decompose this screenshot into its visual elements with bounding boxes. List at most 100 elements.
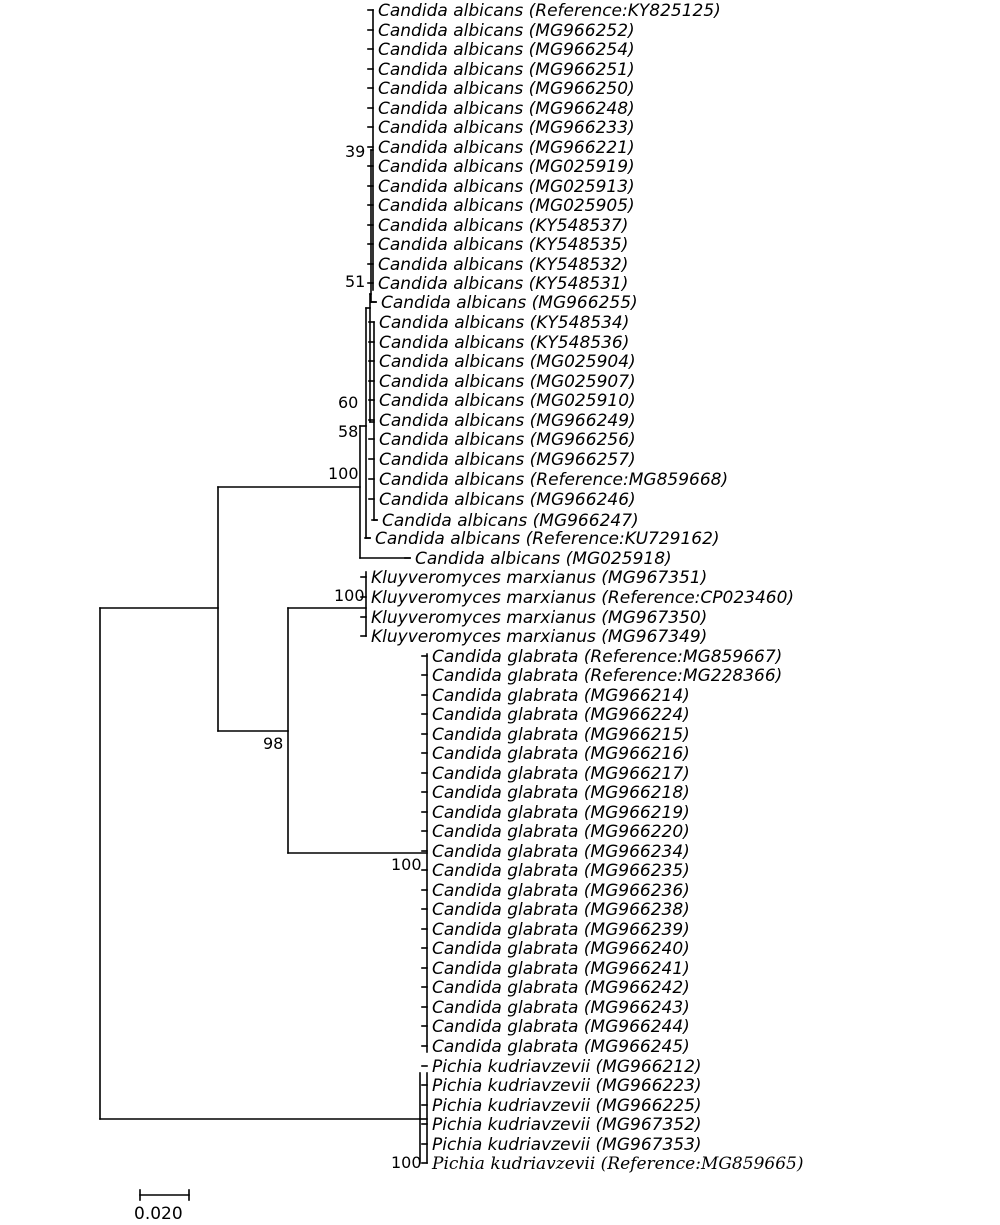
taxon-label: Pichia kudriavzevii (Reference:MG859665) [431,1154,803,1174]
taxon-leaf: Kluyveromyces marxianus (MG967350) [360,608,707,628]
taxon-label: Candida glabrata (MG966238) [432,900,690,920]
taxon-leaf: Candida albicans (MG966247) [371,511,639,531]
taxon-leaf: Candida albicans (KY548531) [367,274,628,294]
taxon-leaf: Pichia kudriavzevii (Reference:MG859665) [421,1154,803,1174]
taxon-label: Candida glabrata (MG966239) [432,920,690,940]
taxon-label: Candida albicans (KY548532) [378,255,628,275]
bootstrap-value-100-glabrata: 100 [391,855,422,874]
taxon-leaf: Pichia kudriavzevii (MG966225) [421,1096,702,1116]
bootstrap-value-98: 98 [263,734,283,753]
taxon-leaf: Candida albicans (MG025918) [404,549,672,569]
taxon-leaf: Candida glabrata (Reference:MG859667) [421,647,782,667]
taxon-label: Pichia kudriavzevii (MG966225) [432,1096,702,1116]
taxon-leaf: Candida albicans (KY548537) [367,216,628,236]
taxon-leaf: Candida albicans (MG966250) [367,79,635,99]
taxon-leaf: Pichia kudriavzevii (MG966223) [421,1076,702,1096]
taxon-label: Pichia kudriavzevii (MG967353) [432,1135,702,1155]
taxon-label: Candida albicans (MG966247) [382,511,639,531]
taxon-label: Candida glabrata (MG966245) [432,1037,690,1057]
taxon-label: Candida albicans (MG025907) [379,372,636,392]
taxon-label: Candida glabrata (MG966244) [432,1017,690,1037]
bootstrap-value-60: 60 [338,393,358,412]
taxon-leaf: Candida albicans (MG025919) [367,157,635,177]
taxon-label: Candida albicans (MG025910) [379,391,636,411]
taxon-label: Candida albicans (MG966255) [381,293,638,313]
bootstrap-value-100-albicans: 100 [328,464,359,483]
taxon-label: Candida glabrata (Reference:MG859667) [432,647,782,667]
taxon-label: Candida albicans (MG966221) [378,138,635,158]
taxon-leaf: Candida glabrata (MG966218) [421,783,690,803]
taxon-leaf: Candida albicans (MG966251) [367,60,635,80]
taxon-leaf: Candida glabrata (MG966242) [421,978,690,998]
taxon-label: Kluyveromyces marxianus (MG967349) [371,627,707,647]
taxon-label: Candida glabrata (MG966217) [432,764,690,784]
taxon-label: Kluyveromyces marxianus (MG967351) [371,568,707,588]
taxon-leaf: Candida albicans (MG025904) [368,352,636,372]
taxon-leaf: Candida albicans (KY548536) [368,333,629,353]
taxon-leaf: Pichia kudriavzevii (MG967352) [421,1115,702,1135]
taxon-label: Kluyveromyces marxianus (Reference:CP023… [371,588,794,608]
taxon-leaf: Candida albicans (MG966256) [368,430,636,450]
taxon-leaf: Candida albicans (KY548534) [368,313,629,333]
taxon-label: Candida albicans (Reference:KY825125) [378,1,721,21]
taxon-leaf: Candida albicans (MG025905) [367,196,635,216]
taxon-leaf: Candida glabrata (MG966244) [421,1017,690,1037]
taxon-label: Candida albicans (KY548531) [378,274,628,294]
taxon-leaf: Candida glabrata (MG966239) [421,920,690,940]
taxon-leaf: Candida albicans (MG025907) [368,372,636,392]
taxon-label: Candida albicans (Reference:MG859668) [379,470,728,490]
taxon-leaf: Candida albicans (MG025913) [367,177,635,197]
taxon-leaf: Candida glabrata (MG966215) [421,725,690,745]
scale-bar: 0.020 [134,1189,190,1224]
scale-bar-label: 0.020 [134,1204,183,1224]
taxon-leaf: Candida albicans (MG966257) [368,450,636,470]
bootstrap-value-100-kluyveromyces: 100 [334,586,365,605]
taxon-label: Candida glabrata (MG966215) [432,725,690,745]
taxon-leaf: Candida glabrata (MG966220) [421,822,690,842]
taxon-label: Candida albicans (MG966250) [378,79,635,99]
taxon-leaf: Candida albicans (MG025910) [368,391,636,411]
taxon-label: Candida glabrata (MG966219) [432,803,690,823]
bootstrap-value-58: 58 [338,422,358,441]
taxon-label: Candida glabrata (MG966243) [432,998,690,1018]
taxon-leaf: Candida albicans (KY548535) [367,235,628,255]
taxon-label: Candida albicans (MG025905) [378,196,635,216]
taxon-label: Candida albicans (KY548536) [379,333,629,353]
taxon-leaf: Candida albicans (MG966221) [367,138,635,158]
taxon-label: Kluyveromyces marxianus (MG967350) [371,608,707,628]
taxon-leaf: Candida glabrata (MG966216) [421,744,690,764]
taxon-label: Candida glabrata (MG966241) [432,959,690,979]
taxon-leaf: Candida glabrata (MG966240) [421,939,690,959]
taxon-leaf: Candida albicans (MG966233) [367,118,635,138]
taxon-label: Candida albicans (MG025919) [378,157,635,177]
taxon-leaf: Candida glabrata (MG966235) [421,861,690,881]
taxon-leaf: Candida glabrata (MG966214) [421,686,690,706]
taxon-leaf: Candida glabrata (MG966241) [421,959,690,979]
taxon-label: Pichia kudriavzevii (MG967352) [432,1115,702,1135]
taxon-leaf: Candida albicans (MG966252) [367,21,635,41]
taxon-label: Candida albicans (MG966246) [379,490,636,510]
taxon-leaf: Candida albicans (MG966246) [368,490,636,510]
bootstrap-value-39: 39 [345,142,365,161]
taxon-leaf: Candida albicans (Reference:MG859668) [368,470,728,490]
taxon-label: Candida glabrata (MG966235) [432,861,690,881]
taxon-label: Pichia kudriavzevii (MG966212) [432,1057,702,1077]
taxon-leaf: Kluyveromyces marxianus (Reference:CP023… [360,588,794,608]
taxon-label: Candida albicans (KY548534) [379,313,629,333]
taxon-label: Candida glabrata (MG966242) [432,978,690,998]
taxon-label: Candida glabrata (MG966220) [432,822,690,842]
taxon-label: Candida albicans (MG025913) [378,177,635,197]
taxon-leaf: Candida albicans (MG966249) [368,411,636,431]
taxon-leaf: Pichia kudriavzevii (MG967353) [421,1135,702,1155]
taxon-label: Candida albicans (MG025918) [415,549,672,569]
taxon-leaf: Candida glabrata (MG966238) [421,900,690,920]
taxon-leaf: Candida albicans (MG966248) [367,99,635,119]
taxon-label: Candida glabrata (MG966224) [432,705,690,725]
taxon-leaf: Candida glabrata (MG966219) [421,803,690,823]
taxon-leaf: Candida albicans (MG966254) [367,40,635,60]
taxon-leaf: Candida albicans (Reference:KU729162) [364,529,720,549]
leaf-labels: Candida albicans (Reference:KY825125) Ca… [360,1,803,1174]
taxon-label: Candida albicans (MG966252) [378,21,635,41]
taxon-leaf: Candida albicans (KY548532) [367,255,628,275]
taxon-label: Candida albicans (MG966233) [378,118,635,138]
